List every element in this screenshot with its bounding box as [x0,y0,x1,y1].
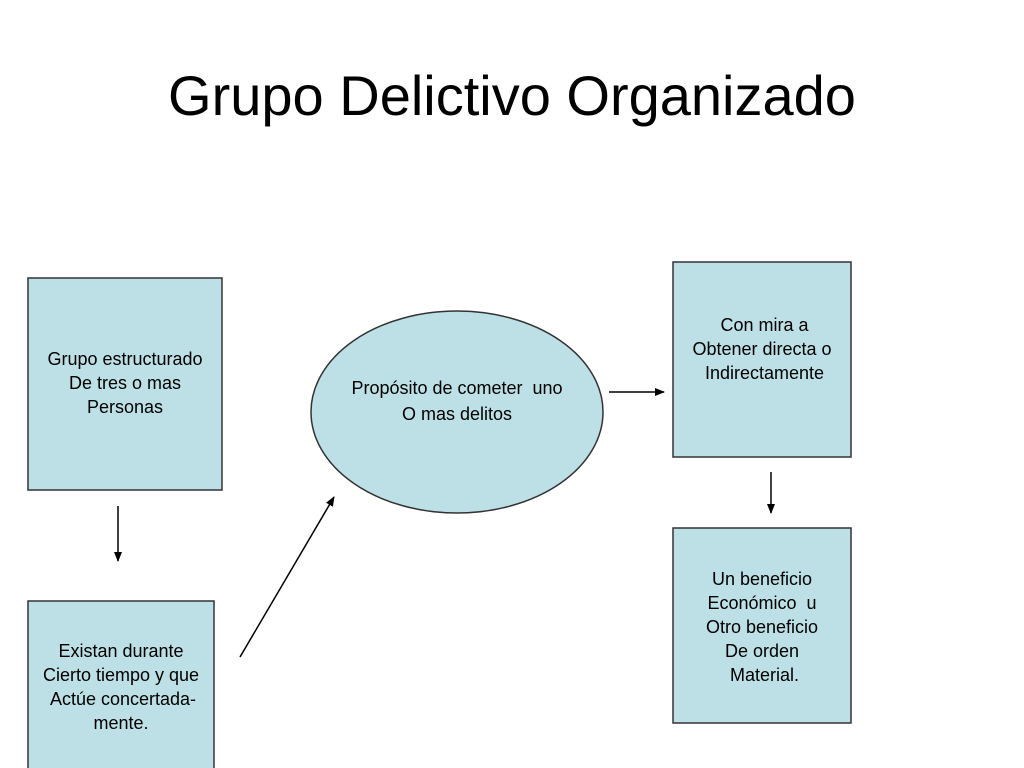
duration-line: Cierto tiempo y que [42,665,200,685]
duration-box-shape [27,600,215,768]
benefit-line: Económico u [707,593,817,613]
purpose-ellipse [310,310,604,514]
duration-line: Existan durante [58,641,184,661]
aim-line: Obtener directa o [692,339,832,359]
structured-group-line: Grupo estructurado [47,349,203,369]
structured-group-line: Personas [86,397,164,417]
slide-title: Grupo Delictivo Organizado [168,64,856,127]
structured-group-box: Grupo estructurado De tres o mas Persona… [28,278,222,490]
benefit-line: Un beneficio [711,569,813,589]
benefit-box-shape [672,527,852,724]
purpose-line: Propósito de cometer uno [351,378,563,398]
duration-line: mente. [93,713,149,733]
aim-box-shape [672,261,852,458]
arrow-duration-to-purpose [239,496,335,658]
structured-group-line: De tres o mas [68,373,182,393]
aim-line: Indirectamente [699,363,825,383]
benefit-line: Otro beneficio [705,617,819,637]
aim-line: Con mira a [715,315,809,335]
aim-box: Con mira a Obtener directa o Indirectame… [673,262,851,457]
structured-group-box-shape [27,277,223,491]
duration-line: Actúe concertada- [45,689,197,709]
purpose-label: Propósito de cometer uno O mas delitos [311,375,603,427]
benefit-line: Material. [724,665,800,685]
benefit-box: Un beneficio Económico u Otro beneficio … [673,528,851,723]
benefit-line: De orden [724,641,800,661]
duration-box: Existan durante Cierto tiempo y que Actú… [28,601,214,768]
purpose-line: O mas delitos [401,404,513,424]
